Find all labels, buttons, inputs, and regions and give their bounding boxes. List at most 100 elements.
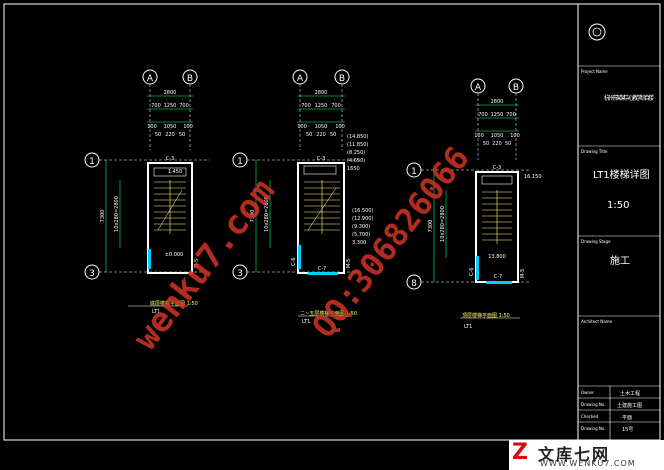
plan2-label-c7: C-7 [318, 266, 326, 272]
dim-sub-2-3: 1050 [491, 133, 504, 139]
stair-plan-1: A B 2800 700 1250 700 100 1050 100 50 22… [84, 69, 210, 315]
dim-sub2-1: 50 [155, 132, 161, 138]
dim-sub2-1-3: 50 [483, 141, 489, 147]
tb-label-project: Project Name [581, 69, 608, 74]
tb-scale: 1:50 [607, 200, 629, 211]
dim-sub2-2: 220 [165, 132, 175, 138]
axis-label-1-2: 1 [237, 157, 243, 167]
tb-row-label-1: Owner [581, 390, 594, 395]
axis-label-b-2: B [339, 74, 345, 84]
axis-label-8: 8 [411, 279, 417, 289]
tb-row-value-3: 平面 [622, 415, 632, 421]
elev-9: (5.700) [352, 232, 370, 238]
dim-sub-2: 1050 [164, 124, 177, 130]
side-dim-2-p2: 10x280=2800 [264, 196, 270, 232]
dim-part-2-3: 1250 [491, 112, 504, 118]
axis-label-1-3: 1 [411, 167, 417, 177]
plan2-label-m5: M-5 [346, 259, 352, 268]
sheet-frame [3, 3, 661, 441]
stair-wall [147, 162, 193, 274]
dim-sub-3: 100 [183, 124, 193, 130]
plan-label-c3: C-3 [166, 156, 174, 162]
site-logo-name: 文库七网 [538, 445, 611, 464]
watermark-qq: QQ:306826066 [304, 139, 476, 345]
plan3-label-top-elev: 16.150 [524, 174, 542, 180]
plan2-label-c6: C-6 [291, 258, 297, 266]
tb-row-value-4: 15号 [622, 427, 633, 433]
elev-6: (16.500) [352, 208, 373, 214]
side-dim-2: 10x280=2800 [114, 196, 120, 232]
side-dim-2-p3: 10x280=2800 [440, 206, 446, 242]
elev-5: 1650 [347, 166, 360, 172]
side-dim-p2: 7300 [250, 210, 256, 223]
dim-part-2: 1250 [164, 103, 177, 109]
dim-total-2: 2800 [315, 90, 328, 96]
plan3-label-elev: 13.800 [488, 254, 506, 260]
dim-part-1: 700 [151, 103, 161, 109]
tb-row-value-2: 土建施工图 [617, 402, 642, 409]
elev-1: (14.850) [347, 134, 368, 140]
tb-row-label-2: Drawing No. [581, 402, 606, 407]
elev-7: (12.900) [352, 216, 373, 222]
plan-label-elev: 1.450 [168, 169, 182, 175]
tb-row-label-4: Drawing No. [581, 426, 606, 431]
dim-sub-1-2: 100 [297, 124, 307, 130]
stair-treads [154, 180, 186, 234]
title-block-emblem [588, 23, 606, 41]
dim-sub-3-2: 100 [335, 124, 345, 130]
axis-label-a-2: A [297, 74, 304, 84]
site-logo-url: WWW.WENKU7.COM [540, 459, 636, 468]
axis-label-1: 1 [89, 157, 95, 167]
stair-plan-3: A B 2800 700 1250 700 100 1050 100 50 22… [406, 78, 542, 330]
plan2-caption-sub: LT1 [302, 319, 310, 325]
tb-row-value-1: 土木工程 [620, 390, 640, 397]
axis-label-3: 3 [89, 269, 95, 279]
tb-design-stage: 施工 [610, 254, 630, 267]
plan-caption-sub: LT1 [152, 309, 160, 315]
dim-part-3-2: 700 [331, 103, 341, 109]
plan3-caption: 顶层楼梯平面图 1:50 [462, 312, 510, 319]
dim-sub2-2-2: 220 [316, 132, 326, 138]
elev-8: (9.300) [352, 224, 370, 230]
tb-label-stage: Drawing Stage [581, 239, 611, 244]
dim-sub-1-3: 100 [474, 133, 484, 139]
plan3-caption-sub: LT1 [464, 324, 472, 330]
axis-label-b-3: B [513, 83, 519, 93]
dim-part-3: 700 [179, 103, 189, 109]
elev-10: 3.300 [352, 240, 366, 246]
plan3-label-c7: C-7 [494, 274, 502, 280]
tb-project-name: 杭州市某某中心 教学综合楼 [604, 94, 654, 102]
elevation-labels: (14.850) (11.850) (8.250) (4.650) 1650 (… [347, 134, 373, 246]
tb-drawing-title: LT1楼梯详图 [593, 168, 650, 181]
dim-sub-2-2: 1050 [315, 124, 328, 130]
elev-2: (11.850) [347, 142, 368, 148]
dim-sub2-3-2: 50 [330, 132, 336, 138]
dim-sub2-1-2: 50 [306, 132, 312, 138]
dim-sub-1: 100 [147, 124, 157, 130]
site-logo-icon: Z [512, 440, 528, 465]
dim-total: 2800 [164, 90, 177, 96]
elev-4: (4.650) [347, 158, 365, 164]
dim-part-1-2: 700 [301, 103, 311, 109]
axis-label-a-3: A [475, 83, 482, 93]
plan2-caption: 二~五层楼梯平面图 1:50 [300, 310, 357, 317]
dim-part-1-3: 700 [478, 112, 488, 118]
dim-sub2-3: 50 [179, 132, 185, 138]
dim-sub-3-3: 100 [510, 133, 520, 139]
elev-3: (8.250) [347, 150, 365, 156]
tb-label-architect: Architect Name [581, 319, 613, 324]
stair-plan-2: A B 2800 700 1250 700 100 1050 100 50 22… [232, 69, 373, 325]
axis-label-3-2: 3 [237, 269, 243, 279]
dim-sub2-3-3: 50 [505, 141, 511, 147]
side-dim-p3: 7300 [428, 220, 434, 233]
tb-label-drawing-title: Drawing Title [581, 149, 608, 154]
site-logo-banner [509, 440, 664, 470]
side-dim: 7300 [100, 210, 106, 223]
dim-part-2-2: 1250 [315, 103, 328, 109]
tb-row-label-3: Checked [581, 414, 599, 419]
plan-label-m5: M-5 [194, 259, 200, 268]
plan3-label-c6: C-6 [469, 268, 475, 276]
dim-sub2-2-3: 220 [492, 141, 502, 147]
axis-label-a: A [147, 74, 154, 84]
